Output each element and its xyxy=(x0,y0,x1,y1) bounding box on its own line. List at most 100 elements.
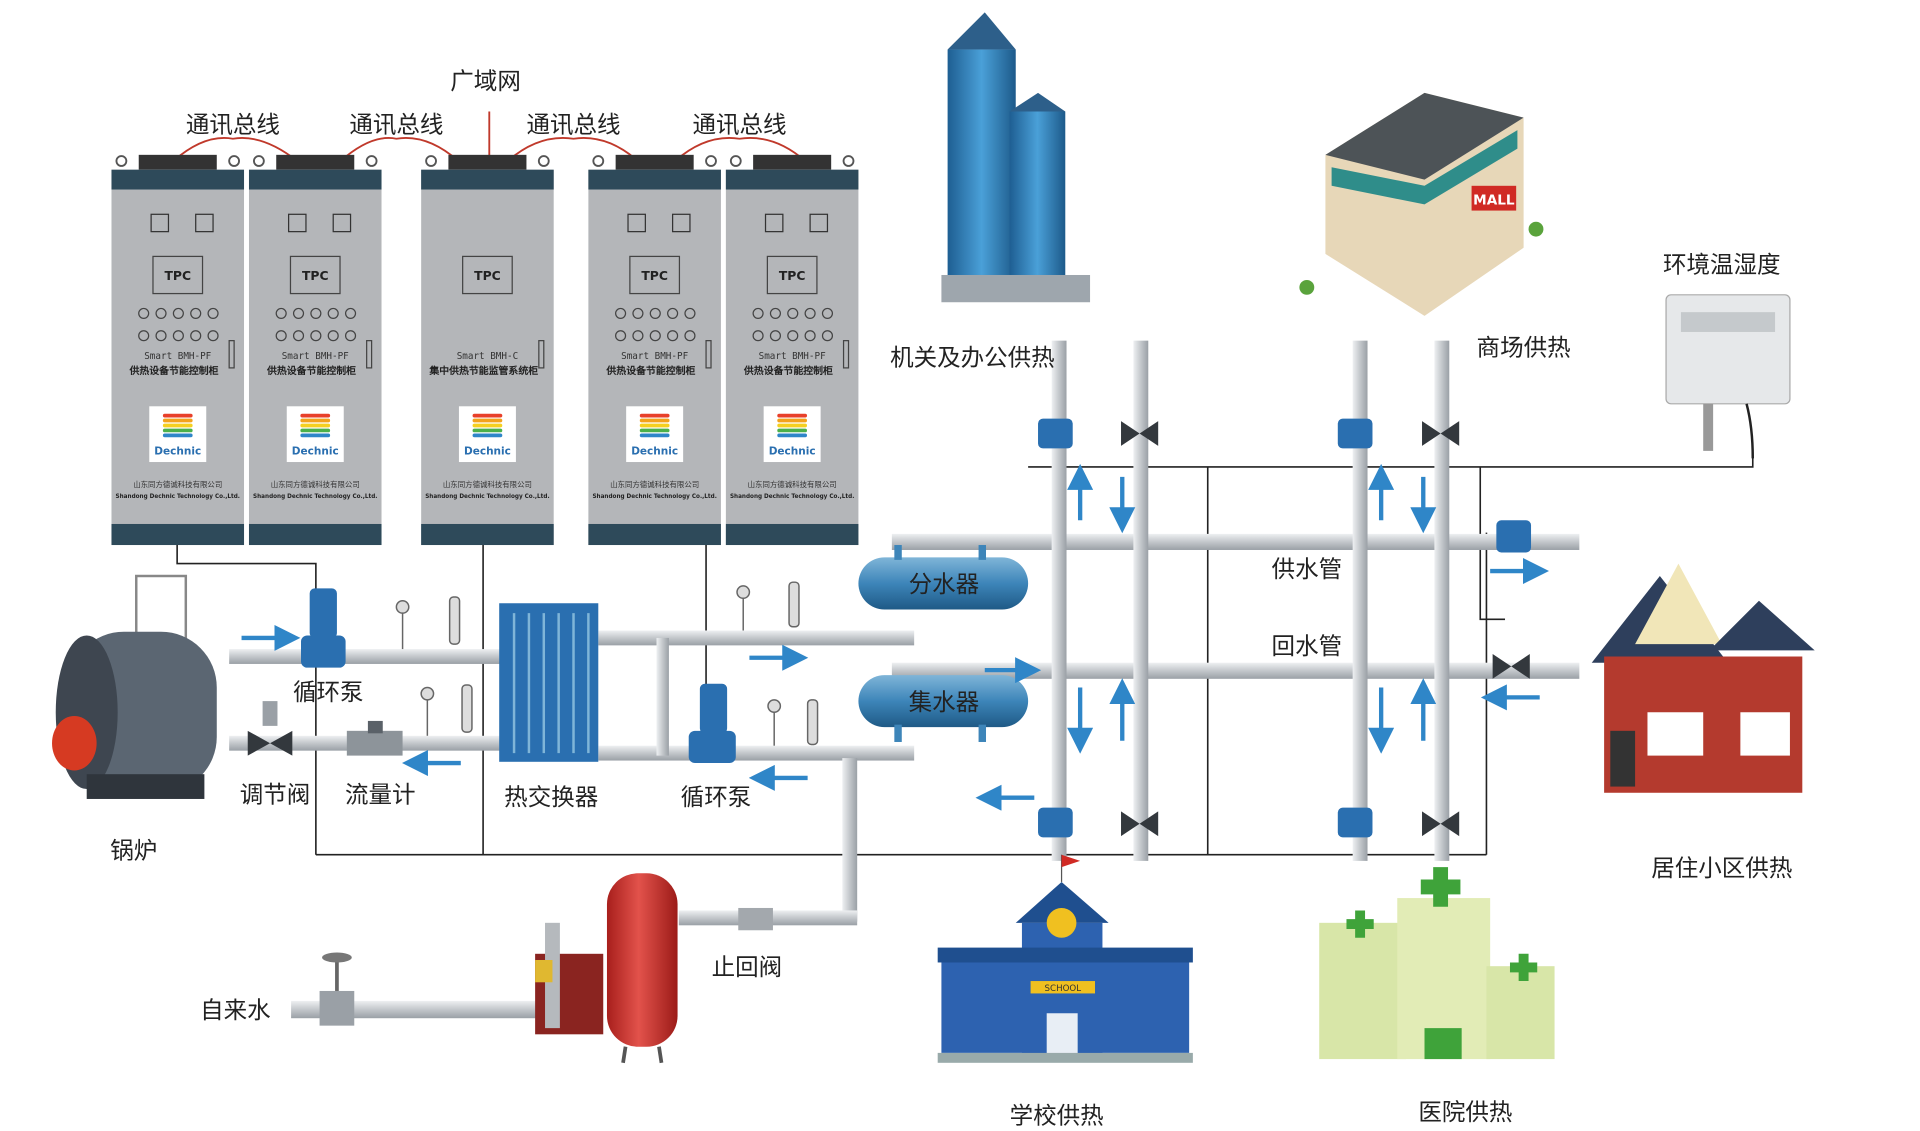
indicator-light xyxy=(275,330,287,342)
logo-stripe xyxy=(472,423,503,428)
logo-stripe xyxy=(162,418,193,423)
cabinet-model: Smart BMH-PF xyxy=(621,351,688,362)
expansion-tank xyxy=(606,873,678,1064)
indicator-light xyxy=(292,330,305,342)
cabinet-body xyxy=(725,169,859,546)
collector-label: 集水器 xyxy=(909,688,980,716)
indicator-light xyxy=(667,330,679,342)
bus-label: 通讯总线 xyxy=(526,111,620,139)
logo-stripe xyxy=(472,418,503,423)
cabinet-handle xyxy=(705,340,712,369)
communication-bus xyxy=(172,111,806,162)
mall-building: MALL xyxy=(1299,92,1544,316)
cabinet-body xyxy=(421,169,554,546)
logo-text: Dechnic xyxy=(464,446,511,458)
bus-label: 通讯总线 xyxy=(692,111,786,139)
eyebolt-icon xyxy=(115,155,128,167)
supply-pipe-label: 供水管 xyxy=(1272,555,1343,583)
indicator-light xyxy=(327,330,339,342)
logo-stripe xyxy=(777,423,808,428)
eyebolt-icon xyxy=(425,155,437,167)
tpc-screen xyxy=(289,255,341,295)
cabinet-bottom-band xyxy=(111,523,245,546)
hospital-building xyxy=(1319,867,1555,1060)
logo-text: Dechnic xyxy=(631,446,678,458)
indicator-light xyxy=(172,307,184,319)
meter-icon xyxy=(809,213,829,233)
office-label: 机关及办公供热 xyxy=(890,343,1055,371)
indicator-light xyxy=(275,307,287,319)
logo-stripe xyxy=(162,428,193,433)
company-name-en: Shandong Dechnic Technology Co.,Ltd. xyxy=(253,494,377,500)
indicator-light xyxy=(310,307,322,319)
company-name-en: Shandong Dechnic Technology Co.,Ltd. xyxy=(425,494,549,500)
return-pipe-label: 回水管 xyxy=(1272,632,1343,660)
indicator-light xyxy=(821,307,834,319)
sensors xyxy=(395,581,819,746)
indicator-light xyxy=(155,330,167,342)
residential-label: 居住小区供热 xyxy=(1651,854,1792,882)
meter-icon xyxy=(332,213,352,233)
logo-stripe xyxy=(639,433,670,438)
meter-icon xyxy=(671,213,691,233)
indicator-light xyxy=(138,307,150,319)
eyebolt-icon xyxy=(228,155,240,167)
indicator-light xyxy=(769,330,782,342)
boiler xyxy=(52,574,217,799)
cabinet-name: 供热设备节能控制柜 xyxy=(266,364,356,377)
company-name-en: Shandong Dechnic Technology Co.,Ltd. xyxy=(592,494,716,500)
tpc-label: TPC xyxy=(164,269,191,283)
logo-stripe xyxy=(162,433,193,438)
indicator-light xyxy=(344,307,357,319)
logo-text: Dechnic xyxy=(769,446,816,458)
main-pipes xyxy=(891,340,1580,861)
logo-text: Dechnic xyxy=(154,446,201,458)
indicator-light xyxy=(684,330,696,342)
pump-label: 循环泵 xyxy=(681,783,752,811)
cabinet-bottom-band xyxy=(588,523,721,546)
logo-stripe xyxy=(777,433,808,438)
cabinet-handle xyxy=(842,340,850,369)
cabinet-top-band xyxy=(421,169,554,190)
indicator-light xyxy=(667,307,679,319)
logo-stripe xyxy=(777,418,808,423)
indicator-light xyxy=(804,307,816,319)
logo-stripe xyxy=(777,413,808,418)
indicator-light xyxy=(787,330,799,342)
distributor-label: 分水器 xyxy=(909,570,980,598)
indicator-light xyxy=(138,330,150,342)
pump-label: 循环泵 xyxy=(293,678,364,706)
cabinet-top-band xyxy=(725,169,859,190)
meter-icon xyxy=(287,213,307,233)
valve-label: 调节阀 xyxy=(240,781,311,809)
eyebolt-icon xyxy=(253,155,265,167)
flowmeter-label: 流量计 xyxy=(345,781,416,809)
indicator-light xyxy=(649,330,661,342)
logo-stripe xyxy=(777,428,808,433)
control-cabinets: TPC Smart BMH-PF 供热设备节能控制柜 Dechnic 山东同方德诚科技有… xyxy=(111,154,859,546)
company-name: 山东同方德诚科技有限公司 xyxy=(443,479,532,489)
cabinet-handle xyxy=(538,340,545,369)
check-valve xyxy=(738,907,773,931)
indicator-light xyxy=(804,330,816,342)
eyebolt-icon xyxy=(729,155,742,167)
logo-stripe xyxy=(472,433,503,438)
mall-sign: MALL xyxy=(1473,192,1515,208)
cabinet-connector xyxy=(753,154,832,170)
cabinet-connector xyxy=(448,154,527,170)
cabinet-top-band xyxy=(111,169,245,190)
cabinet-name: 集中供热节能监管系统柜 xyxy=(428,364,538,377)
tpc-screen xyxy=(766,255,818,295)
logo-stripe xyxy=(472,428,503,433)
indicator-light xyxy=(615,330,627,342)
eyebolt-icon xyxy=(592,155,605,167)
meter-icon xyxy=(764,213,784,233)
indicator-light xyxy=(190,330,202,342)
indicator-light xyxy=(292,307,305,319)
office-building xyxy=(941,12,1091,303)
